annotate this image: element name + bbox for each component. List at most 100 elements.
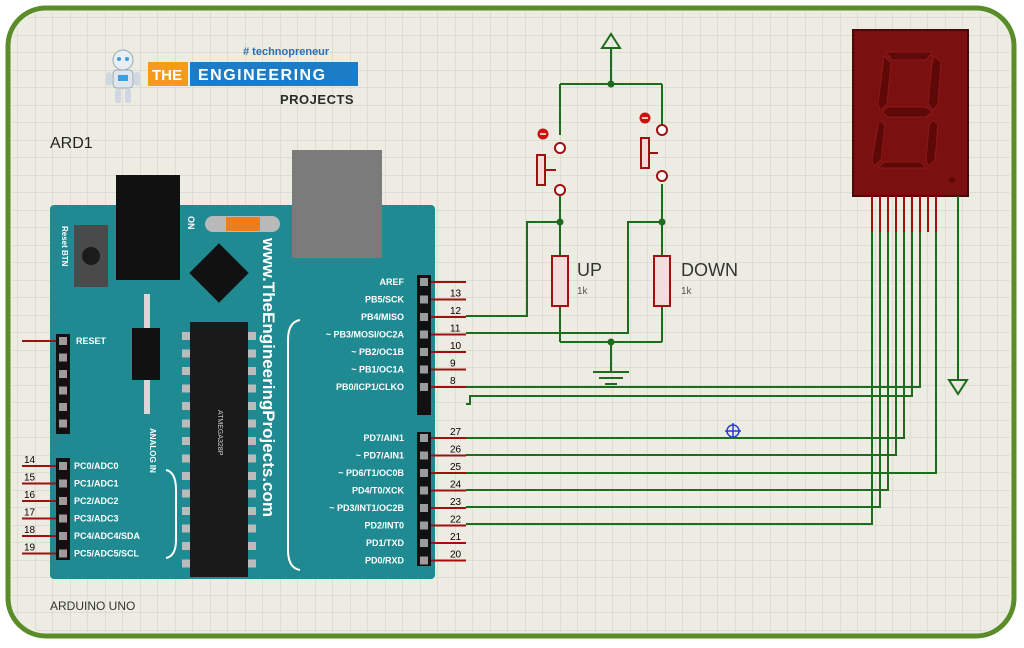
header-pin (420, 278, 428, 286)
digital-pin-label: ~ PD7/AIN1 (356, 451, 404, 461)
chip-pin (182, 384, 190, 393)
header-pin (59, 479, 67, 488)
analog-pin-number: 19 (24, 543, 36, 554)
chip-pin (182, 437, 190, 445)
brace-top (287, 319, 301, 571)
header-pin (59, 532, 67, 540)
analog-pin-number: 16 (24, 490, 36, 501)
chip-text: ATMEGA328P (216, 410, 223, 456)
analog-pin-number: 18 (24, 525, 36, 536)
digital-pin-number: 21 (450, 532, 462, 543)
ground-arrow (947, 379, 969, 396)
header-pin (420, 539, 428, 547)
header-pin (420, 451, 428, 460)
reset-btn-label: Reset BTN (60, 226, 69, 267)
digital-pin-label: PB4/MISO (361, 312, 404, 322)
chip-pin (182, 472, 190, 480)
pushbutton-down[interactable] (639, 112, 668, 182)
digital-pin-number: 26 (450, 445, 462, 456)
chip-pin (248, 349, 256, 358)
digital-pin-number: 23 (450, 497, 462, 508)
board-model: ARDUINO UNO (50, 599, 135, 613)
header-pin (420, 504, 428, 512)
digital-pin-number: 22 (450, 515, 462, 526)
digital-pin-number: 13 (450, 289, 462, 300)
reset-pin-label: RESET (76, 336, 107, 346)
chip-pin (248, 419, 256, 428)
segment-wire (466, 232, 913, 405)
chip-pin (248, 559, 256, 568)
digital-pin-number: 27 (450, 427, 462, 438)
digital-pin-label: AREF (380, 277, 405, 287)
header-digital-bottom (417, 432, 431, 566)
digital-pin-number: 12 (450, 306, 462, 317)
chip-pin (182, 542, 190, 550)
header-pin (59, 386, 67, 395)
chip-pin (248, 507, 256, 515)
analog-in-label: ANALOG IN (148, 428, 157, 473)
chip-pin (248, 524, 256, 533)
wiring-buttons (466, 32, 666, 385)
chip-pin (248, 454, 256, 463)
chip-pin (248, 332, 256, 340)
analog-pin-label: PC4/ADC4/SDA (74, 531, 141, 541)
seven-segment-display[interactable] (852, 29, 969, 197)
header-pin (420, 383, 428, 391)
brace-analog (165, 469, 177, 559)
header-pin (420, 556, 428, 565)
logo-the: THE (152, 67, 182, 84)
analog-pin-number: 17 (24, 508, 36, 519)
resistor-up-name: UP (577, 260, 602, 280)
segment-wiring (466, 232, 937, 525)
logo-engineering: ENGINEERING (198, 67, 327, 84)
header-pin (420, 330, 428, 339)
header-pin (59, 353, 67, 362)
digital-pin-label: PD2/INT0 (364, 521, 404, 531)
analog-pin-label: PC5/ADC5/SCL (74, 549, 140, 559)
header-pin (59, 370, 67, 378)
segment-wire (466, 232, 881, 508)
digital-pin-label: PD1/TXD (366, 538, 405, 548)
analog-pin-number: 15 (24, 473, 36, 484)
chip-pin (182, 349, 190, 358)
header-pin (59, 462, 67, 470)
chip-pin (182, 402, 190, 410)
header-pin (59, 514, 67, 523)
digital-pin-label: ~ PD6/T1/OC0B (338, 468, 404, 478)
pushbutton-up[interactable] (536, 128, 566, 196)
board-url: www.TheEngineeringProjects.com (259, 237, 278, 517)
header-reset (56, 334, 70, 434)
usb-chip (189, 243, 249, 303)
board-ref: ARD1 (50, 135, 93, 152)
digital-pin-number: 20 (450, 550, 462, 561)
header-pin (420, 348, 428, 356)
digital-pin-label: PD7/AIN1 (363, 433, 404, 443)
resistor-down-value: 1k (681, 286, 693, 297)
digital-pin-number: 10 (450, 341, 462, 352)
logo-the-box (148, 62, 188, 86)
segment-wire (466, 232, 897, 456)
header-pin (420, 313, 428, 321)
resistor-up-value: 1k (577, 286, 589, 297)
analog-pin-label: PC0/ADC0 (74, 461, 119, 471)
analog-pin-label: PC2/ADC2 (74, 496, 119, 506)
digital-pin-number: 25 (450, 462, 462, 473)
chip-pin (182, 559, 190, 568)
digital-pin-label: PB5/SCK (365, 295, 405, 305)
resistor-up[interactable]: UP 1k (551, 255, 602, 307)
chip-pin (182, 419, 190, 428)
chip-pin (182, 367, 190, 375)
usb-connector-top (292, 150, 382, 258)
header-pin (420, 486, 428, 495)
digital-pin-number: 24 (450, 480, 462, 491)
chip-pin (248, 402, 256, 410)
analog-pin-label: PC1/ADC1 (74, 479, 119, 489)
analog-knob[interactable] (132, 328, 160, 380)
digital-pin-label: ~ PD3/INT1/OC2B (329, 503, 404, 513)
resistor-down[interactable]: DOWN 1k (653, 255, 738, 307)
chip-pin (248, 542, 256, 550)
header-pin (420, 469, 428, 477)
logo-tagline: # technopreneur (243, 46, 330, 58)
chip-pin (248, 384, 256, 393)
